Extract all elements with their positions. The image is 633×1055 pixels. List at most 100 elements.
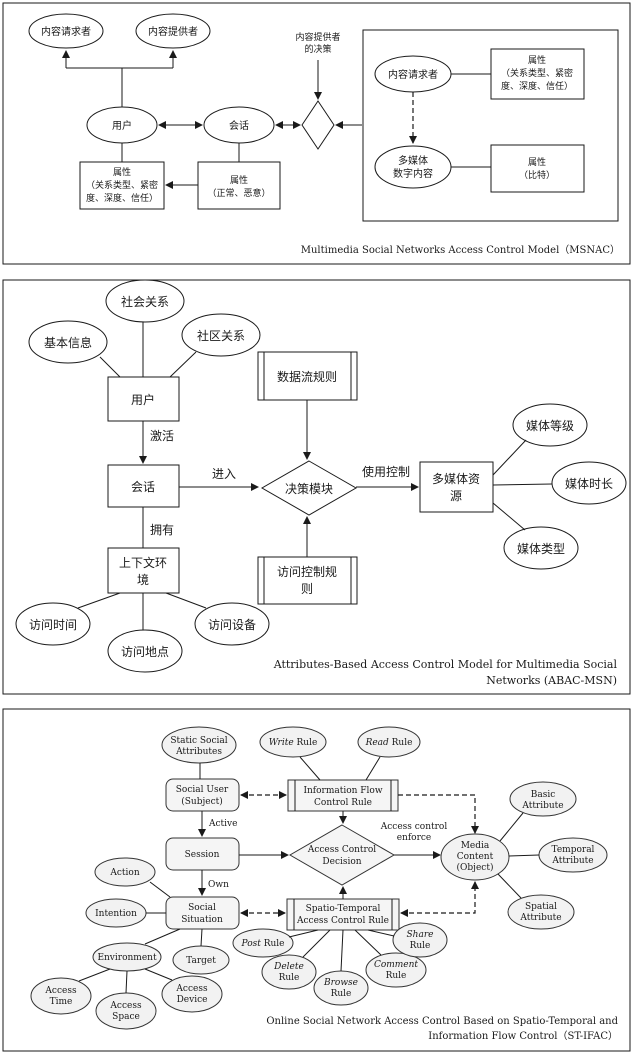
p2-link-basic — [99, 356, 121, 378]
p2-user-box — [107, 376, 180, 422]
p2-link-time — [77, 592, 121, 609]
p3-temporal-attr-1: Temporal — [552, 845, 595, 855]
p2-social-relation: 社会关系 — [121, 294, 169, 309]
p1-inner-requester-attr-3: 度、深度、信任） — [501, 80, 573, 92]
p3-share-rule-2: Rule — [410, 941, 431, 951]
p2-link-type — [492, 502, 526, 531]
p3-basic-attr-oval — [509, 781, 577, 817]
p3-session: Session — [185, 850, 220, 860]
p3-ac-decision-diamond — [288, 824, 396, 886]
p3-comment-rule-2: Rule — [386, 971, 407, 981]
p2-access-time: 访问时间 — [29, 618, 77, 632]
p2-access-place-oval — [107, 629, 183, 673]
p1-requester-oval — [28, 13, 104, 49]
p2-decision-diamond — [260, 460, 358, 516]
p3-basic-attr-2: Attribute — [521, 801, 563, 811]
panel-abac-msn: 社会关系 基本信息 社区关系 用户 激活 会话 进入 拥有 上下文环 境 访问时… — [2, 279, 631, 695]
p3-write-rule-oval — [259, 726, 327, 758]
p3-link-share — [367, 929, 395, 937]
p3-link-environment — [144, 928, 181, 945]
p2-dataflow-rule: 数据流规则 — [277, 369, 337, 384]
p3-post-rule-rest: Rule — [261, 939, 285, 949]
p2-media-duration: 媒体时长 — [565, 477, 613, 491]
p3-static-attr-2: Attributes — [175, 747, 222, 757]
p1-provider-oval — [135, 13, 211, 49]
p3-comment-rule-1: Comment — [374, 960, 418, 970]
p2-caption-1: Attributes-Based Access Control Model fo… — [273, 658, 618, 671]
p3-link-post — [288, 929, 319, 938]
p3-media-content-3: (Object) — [457, 862, 494, 873]
p1-inner-media-attr-box — [490, 144, 585, 193]
p1-user-label: 用户 — [112, 119, 132, 132]
p2-own: 拥有 — [150, 523, 174, 537]
p3-access-space-2: Space — [112, 1012, 140, 1022]
p3-access-time-1: Access — [44, 986, 77, 996]
p3-delete-rule-1: Delete — [273, 962, 304, 972]
p2-basic-info-oval — [28, 320, 108, 364]
p3-link-comment — [354, 929, 382, 956]
p3-spatial-attr-1: Spatial — [525, 902, 557, 912]
p1-inner-media-oval — [374, 145, 452, 189]
p2-link-level — [492, 439, 527, 476]
p3-link-write — [299, 756, 321, 781]
p2-dataflow-rule-box — [257, 351, 358, 401]
p3-media-content-1: Media — [461, 841, 490, 851]
p3-caption-2: Information Flow Control（ST-IFAC） — [428, 1030, 618, 1042]
p3-spatial-attr-2: Attribute — [519, 913, 561, 923]
p3-temporal-attr-oval — [538, 837, 608, 873]
p3-write-rule-em: Write — [269, 738, 294, 748]
p3-read-rule-oval — [357, 726, 421, 758]
p3-link-temporal — [508, 854, 540, 857]
p2-session: 会话 — [131, 480, 155, 494]
p3-social-situation-2: Situation — [181, 915, 223, 925]
p2-media-duration-oval — [551, 461, 627, 505]
p3-browse-rule-oval — [313, 970, 369, 1006]
p3-media-content-2: Content — [457, 852, 494, 862]
p2-decision-module: 决策模块 — [285, 482, 333, 496]
p1-decision-diamond — [301, 100, 335, 150]
p3-link-read — [365, 756, 381, 781]
p2-access-time-oval — [15, 602, 91, 646]
p3-enforce-1: Access control — [380, 822, 448, 832]
p3-basic-attr-1: Basic — [531, 790, 556, 800]
p1-requester-label: 内容请求者 — [41, 25, 91, 38]
p2-media-resource-box — [419, 461, 494, 513]
p1-user-attr-1: 属性 — [113, 166, 131, 178]
p3-comment-rule-oval — [365, 952, 427, 988]
p3-access-space-oval — [95, 992, 157, 1030]
p2-access-place: 访问地点 — [121, 645, 169, 659]
p3-access-device-2: Device — [177, 995, 208, 1005]
p3-post-rule: Post Rule — [241, 939, 285, 949]
p3-link-target — [200, 928, 203, 947]
p3-spatial-attr-oval — [507, 894, 575, 930]
p3-link-delete — [302, 929, 331, 958]
p3-st-rule-1: Spatio-Temporal — [306, 904, 381, 914]
p3-target: Target — [186, 956, 216, 966]
p2-access-rule-box — [257, 556, 358, 605]
p3-delete-rule-oval — [261, 954, 317, 990]
p1-session-label: 会话 — [229, 119, 249, 132]
p2-access-rule-1: 访问控制规 — [277, 564, 337, 579]
p3-temporal-attr-2: Attribute — [551, 856, 593, 866]
p3-read-rule: Read Rule — [365, 738, 413, 748]
p3-post-rule-em: Post — [241, 939, 262, 949]
p3-static-attr-oval — [161, 726, 237, 764]
p1-caption: Multimedia Social Networks Access Contro… — [301, 244, 620, 256]
p3-browse-rule-2: Rule — [331, 989, 352, 999]
p3-access-time-oval — [30, 977, 92, 1015]
p3-link-basic — [499, 812, 524, 842]
p1-inner-media-attr-2: （比特） — [519, 169, 555, 181]
p3-read-rule-em: Read — [365, 738, 389, 748]
p3-st-rule-box — [286, 898, 400, 931]
p2-link-duration — [492, 483, 553, 486]
p3-ac-decision-2: Decision — [322, 857, 361, 867]
p2-caption-2: Networks (ABAC-MSN) — [486, 674, 617, 687]
p2-link-device — [165, 592, 207, 609]
p3-action: Action — [109, 868, 139, 878]
p3-action-oval — [94, 857, 156, 887]
p2-media-type-oval — [503, 526, 579, 570]
p2-context-1: 上下文环 — [119, 555, 167, 570]
p2-session-box — [107, 464, 180, 508]
p3-write-rule-rest: Rule — [294, 738, 318, 748]
